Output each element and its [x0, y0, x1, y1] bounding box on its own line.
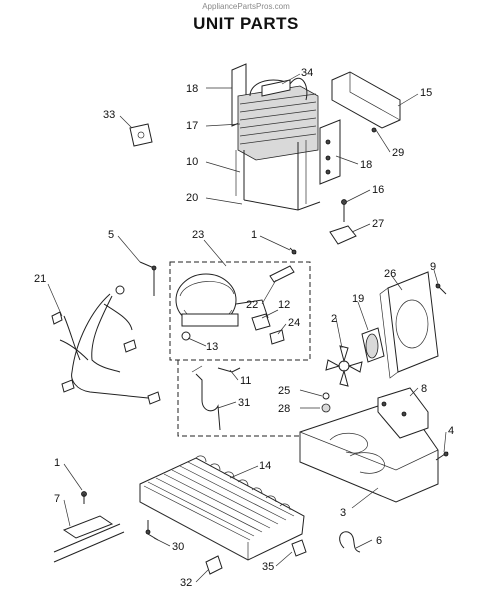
- callout-16: 16: [372, 184, 384, 196]
- callout-32: 32: [180, 577, 192, 589]
- callout-34: 34: [301, 67, 313, 79]
- callout-29: 29: [392, 147, 404, 159]
- callout-5: 5: [108, 229, 114, 241]
- screw-and-clamp: [329, 199, 357, 245]
- wire-harness: [51, 261, 161, 405]
- callout-25: 25: [278, 385, 290, 397]
- callout-31: 31: [238, 397, 250, 409]
- watermark: AppliancePartsPros.com: [202, 2, 290, 11]
- compressor-area: [169, 247, 312, 437]
- callout-1-lower: 1: [54, 457, 60, 469]
- callout-18-right: 18: [360, 159, 372, 171]
- callout-9: 9: [430, 261, 436, 273]
- callout-28: 28: [278, 403, 290, 415]
- gasket-33: [129, 123, 153, 147]
- callout-24: 24: [288, 317, 300, 329]
- callout-7: 7: [54, 493, 60, 505]
- callout-2: 2: [331, 313, 337, 325]
- callout-6: 6: [376, 535, 382, 547]
- callout-26: 26: [384, 268, 396, 280]
- callout-1-upper: 1: [251, 229, 257, 241]
- evaporator-assembly: [231, 63, 341, 211]
- misc-small-parts: [205, 531, 361, 575]
- base-pan-assembly: [299, 387, 449, 503]
- leader-lines: [47, 73, 447, 583]
- callout-30: 30: [172, 541, 184, 553]
- callout-17: 17: [186, 120, 198, 132]
- callout-13: 13: [206, 341, 218, 353]
- callout-20: 20: [186, 192, 198, 204]
- condenser-coil: [139, 455, 307, 561]
- callout-22: 22: [246, 299, 258, 311]
- callout-33: 33: [103, 109, 115, 121]
- condenser-fan-assembly: [325, 271, 447, 387]
- lower-left-bracket: [53, 491, 125, 563]
- callout-8: 8: [421, 383, 427, 395]
- callout-21: 21: [34, 273, 46, 285]
- callout-23: 23: [192, 229, 204, 241]
- callout-35: 35: [262, 561, 274, 573]
- callout-12: 12: [278, 299, 290, 311]
- callout-14: 14: [259, 460, 271, 472]
- callout-27: 27: [372, 218, 384, 230]
- callout-11: 11: [240, 375, 251, 387]
- callout-19: 19: [352, 293, 364, 305]
- callout-18-top: 18: [186, 83, 198, 95]
- upper-right-bracket: [331, 71, 401, 133]
- diagram-title: UNIT PARTS: [193, 14, 299, 33]
- callout-labels: 18 34 15 33 17 29 18 10 16 20 27 5 23 1 …: [34, 67, 454, 589]
- callout-15: 15: [420, 87, 432, 99]
- callout-10: 10: [186, 156, 198, 168]
- callout-4: 4: [448, 425, 454, 437]
- callout-3: 3: [340, 507, 346, 519]
